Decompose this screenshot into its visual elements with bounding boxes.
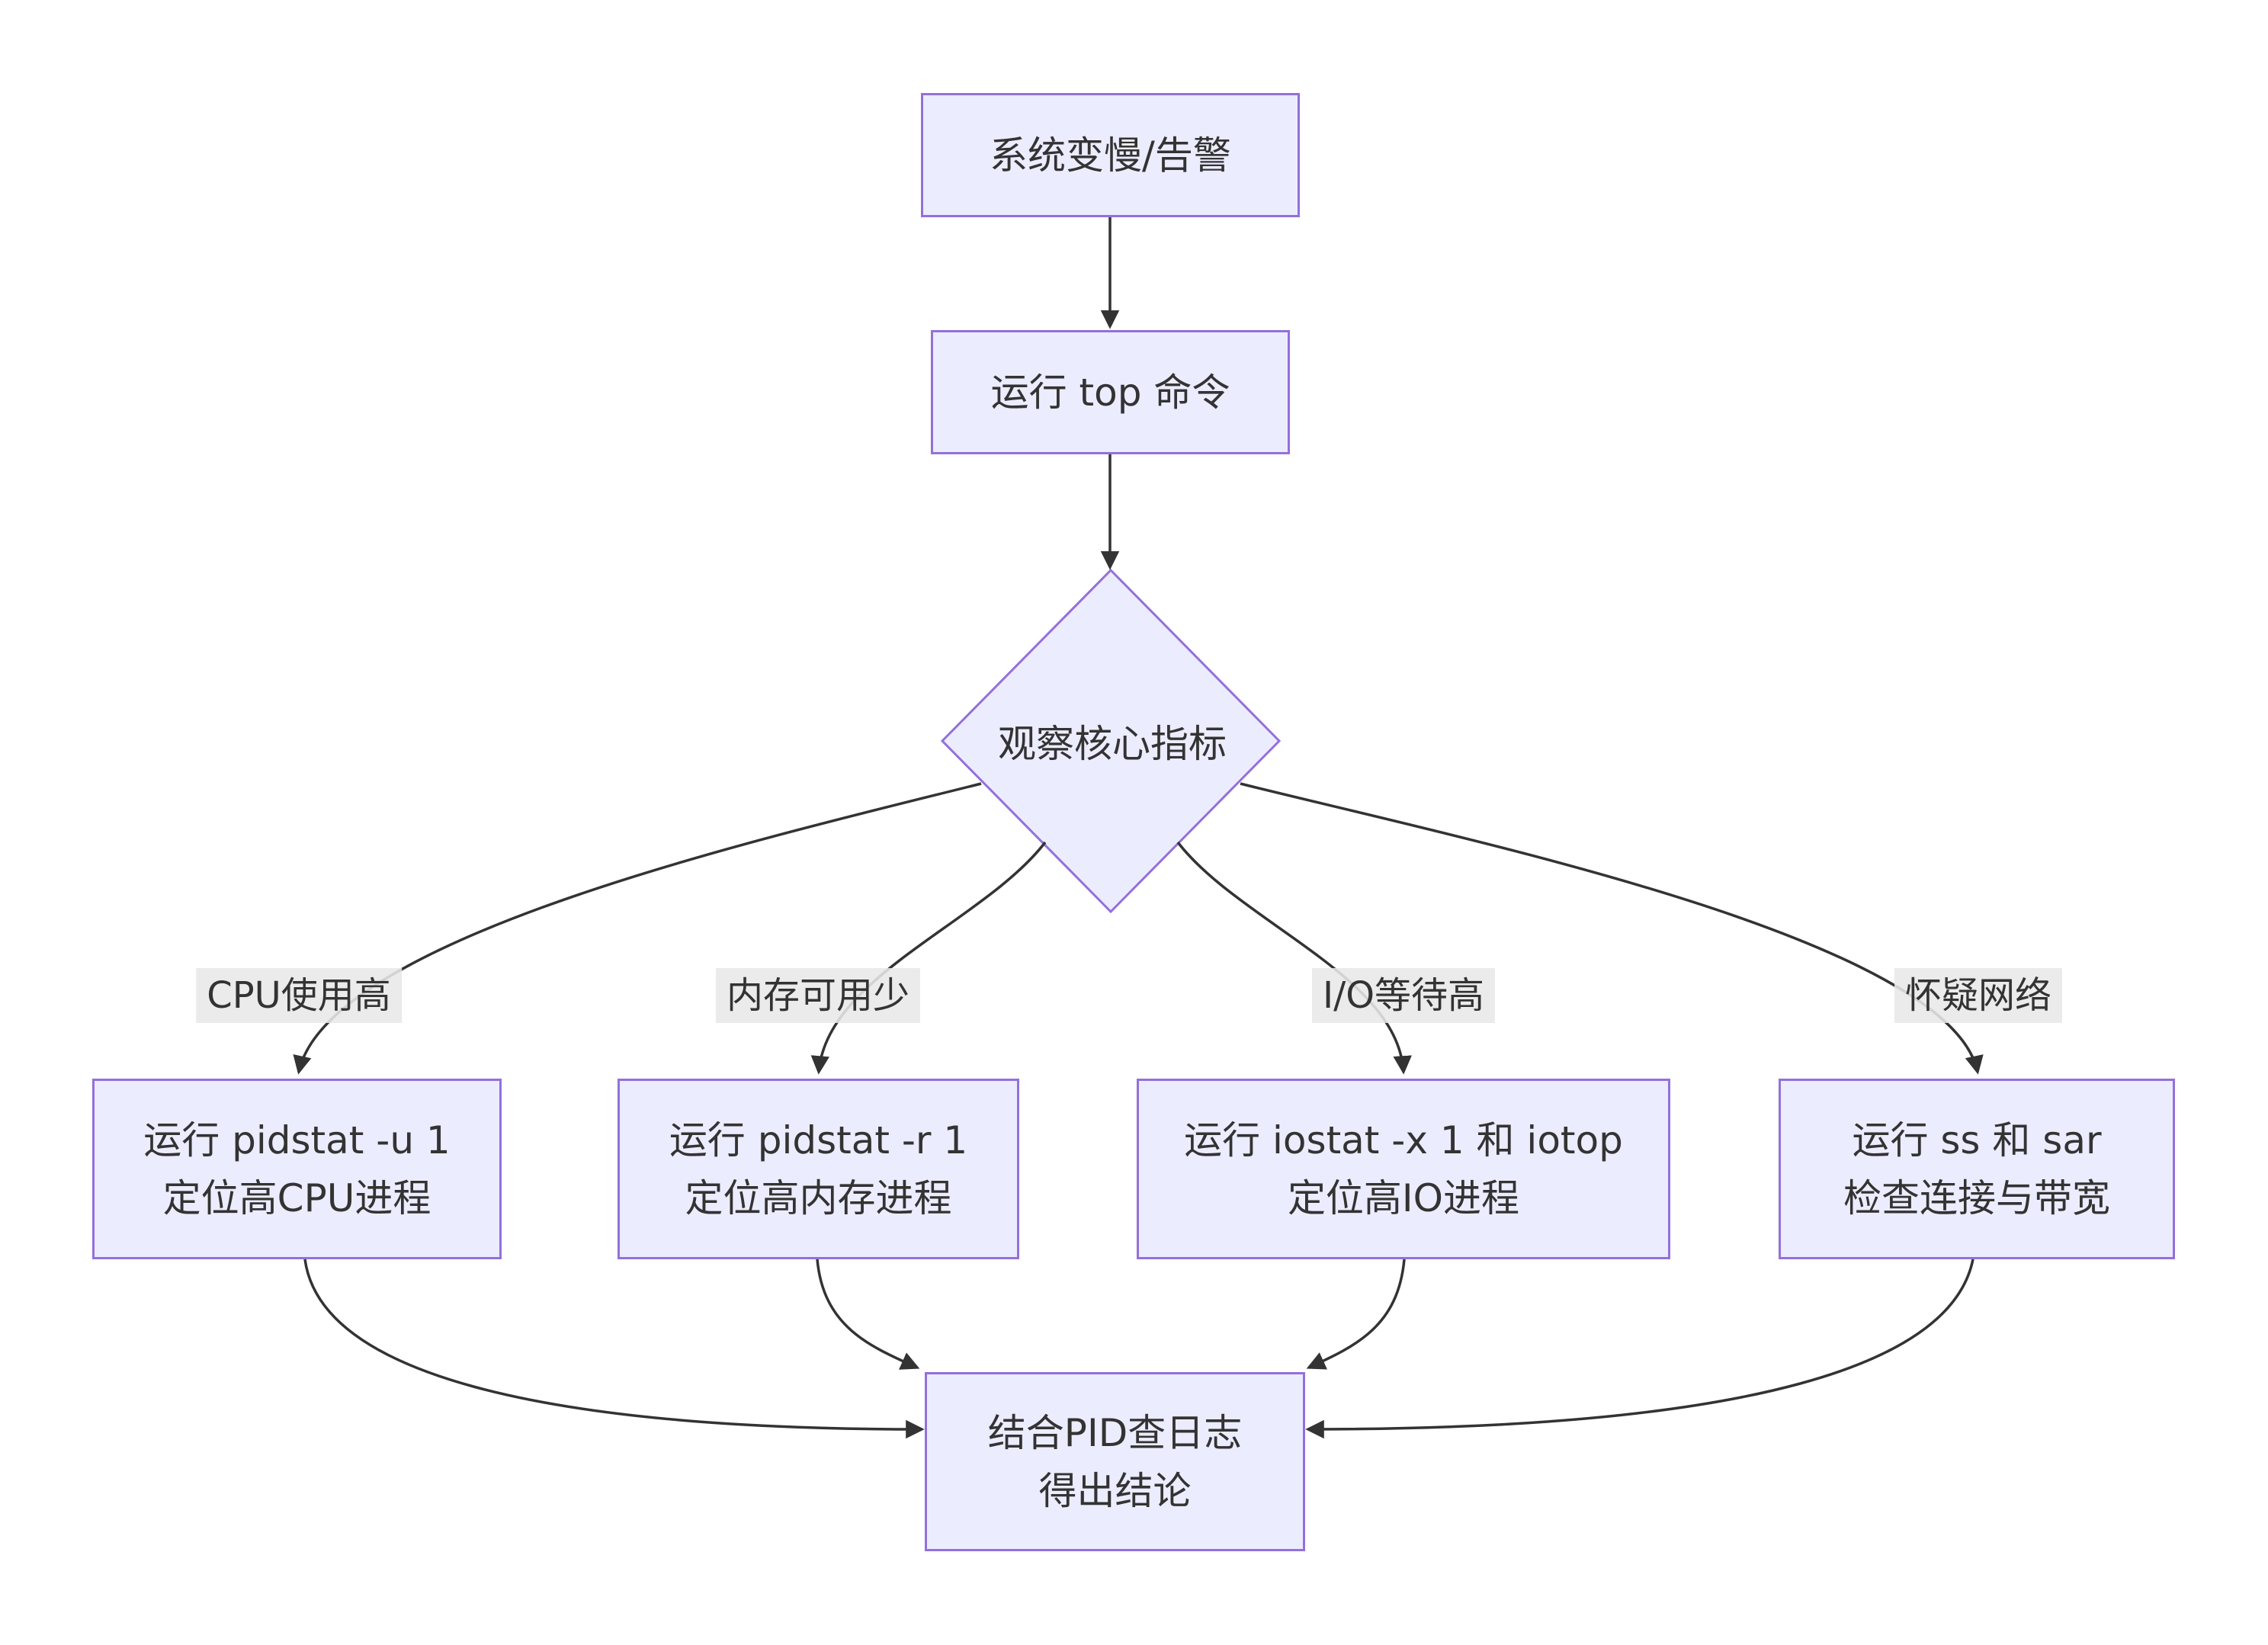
node-conclusion: 结合PID查日志 得出结论	[925, 1372, 1305, 1551]
decision-observe-metrics: 观察核心指标	[882, 703, 1343, 779]
edge-decision-to-memory	[810, 841, 1047, 1075]
node-iostat-iotop-line1: 运行 iostat -x 1 和 iotop	[1184, 1118, 1623, 1162]
node-run-top: 运行 top 命令	[931, 330, 1290, 454]
node-ss-sar: 运行 ss 和 sar 检查连接与带宽	[1779, 1079, 2175, 1259]
node-iostat-iotop: 运行 iostat -x 1 和 iotop 定位高IO进程	[1137, 1079, 1670, 1259]
node-ss-sar-line1: 运行 ss 和 sar	[1852, 1118, 2102, 1162]
node-iostat-iotop-line2: 定位高IO进程	[1287, 1175, 1520, 1220]
node-system-alert-label: 系统变慢/告警	[990, 133, 1231, 178]
node-pidstat-cpu: 运行 pidstat -u 1 定位高CPU进程	[92, 1079, 502, 1259]
node-run-top-label: 运行 top 命令	[990, 370, 1230, 415]
edge-decision-to-io	[1176, 841, 1412, 1075]
decision-observe-metrics-label: 观察核心指标	[998, 722, 1227, 766]
decision-diamond-shape	[940, 568, 1282, 914]
node-pidstat-memory-line1: 运行 pidstat -r 1	[669, 1118, 968, 1162]
node-ss-sar-line2: 检查连接与带宽	[1843, 1175, 2110, 1220]
edge-memory-to-conclusion	[816, 1259, 920, 1370]
node-pidstat-memory-line2: 定位高内存进程	[685, 1175, 952, 1220]
node-conclusion-line1: 结合PID查日志	[987, 1410, 1243, 1455]
node-pidstat-cpu-line1: 运行 pidstat -u 1	[143, 1118, 451, 1162]
edge-network-to-conclusion	[1305, 1259, 1974, 1439]
edge-label-suspect-network: 怀疑网络	[1894, 968, 2063, 1023]
edge-label-memory-low: 内存可用少	[715, 968, 921, 1023]
edge-decision-to-cpu	[293, 782, 982, 1075]
node-conclusion-line2: 得出结论	[1038, 1468, 1192, 1513]
node-pidstat-memory: 运行 pidstat -r 1 定位高内存进程	[618, 1079, 1019, 1259]
node-system-alert: 系统变慢/告警	[921, 93, 1300, 217]
edge-label-io-wait-high: I/O等待高	[1311, 968, 1496, 1023]
node-pidstat-cpu-line2: 定位高CPU进程	[162, 1175, 431, 1220]
edge-label-cpu-high: CPU使用高	[196, 968, 402, 1023]
edge-cpu-to-conclusion	[303, 1259, 925, 1439]
edge-decision-to-network	[1240, 782, 1984, 1075]
edge-io-to-conclusion	[1306, 1259, 1406, 1370]
